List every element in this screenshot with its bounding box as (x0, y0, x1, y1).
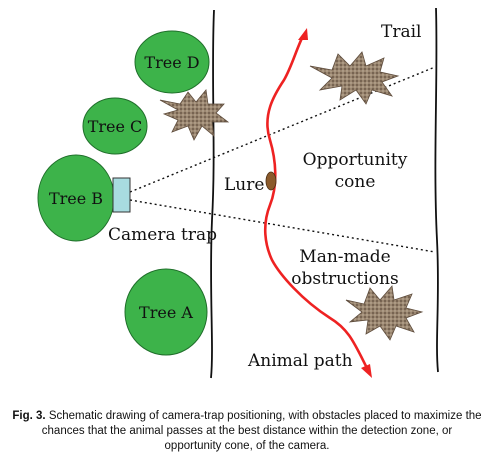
tree-a-label: Tree A (139, 303, 193, 322)
figure-caption: Fig. 3. Schematic drawing of camera-trap… (12, 409, 482, 454)
lure-icon (265, 171, 277, 191)
animal-path-line (263, 34, 371, 374)
lure-label: Lure (224, 175, 264, 195)
trail-right-edge (434, 7, 439, 373)
animal-path-label: Animal path (247, 351, 353, 371)
tree-d: Tree D (134, 30, 210, 94)
camera-trap-icon (112, 177, 131, 213)
obstructions-label-1: Man-made (299, 247, 390, 267)
animal-path-arrowhead-top (298, 28, 308, 40)
obstruction-star-left (159, 89, 230, 141)
tree-c: Tree C (82, 97, 148, 155)
tree-b-label: Tree B (49, 189, 103, 208)
tree-a: Tree A (124, 268, 208, 356)
obstruction-star-bottom (345, 285, 424, 341)
cone-lower-line (129, 199, 436, 253)
trail-label: Trail (381, 22, 421, 42)
animal-path-arrowhead-bottom (361, 364, 372, 378)
tree-d-label: Tree D (144, 53, 199, 72)
camera-trap-label: Camera trap (108, 225, 217, 245)
obstructions-label-2: obstructions (291, 269, 398, 289)
trail-left-edge (210, 9, 215, 379)
camera-trap-diagram: Tree D Tree C Tree B Tree A Trail Lure C… (37, 7, 439, 379)
tree-b: Tree B (37, 154, 115, 242)
tree-c-label: Tree C (88, 117, 143, 136)
caption-text: Schematic drawing of camera-trap positio… (41, 410, 482, 452)
figure-number: Fig. 3. (12, 410, 46, 422)
obstruction-star-top (309, 51, 400, 105)
opportunity-cone-label-2: cone (335, 172, 376, 192)
opportunity-cone-label-1: Opportunity (303, 150, 408, 170)
